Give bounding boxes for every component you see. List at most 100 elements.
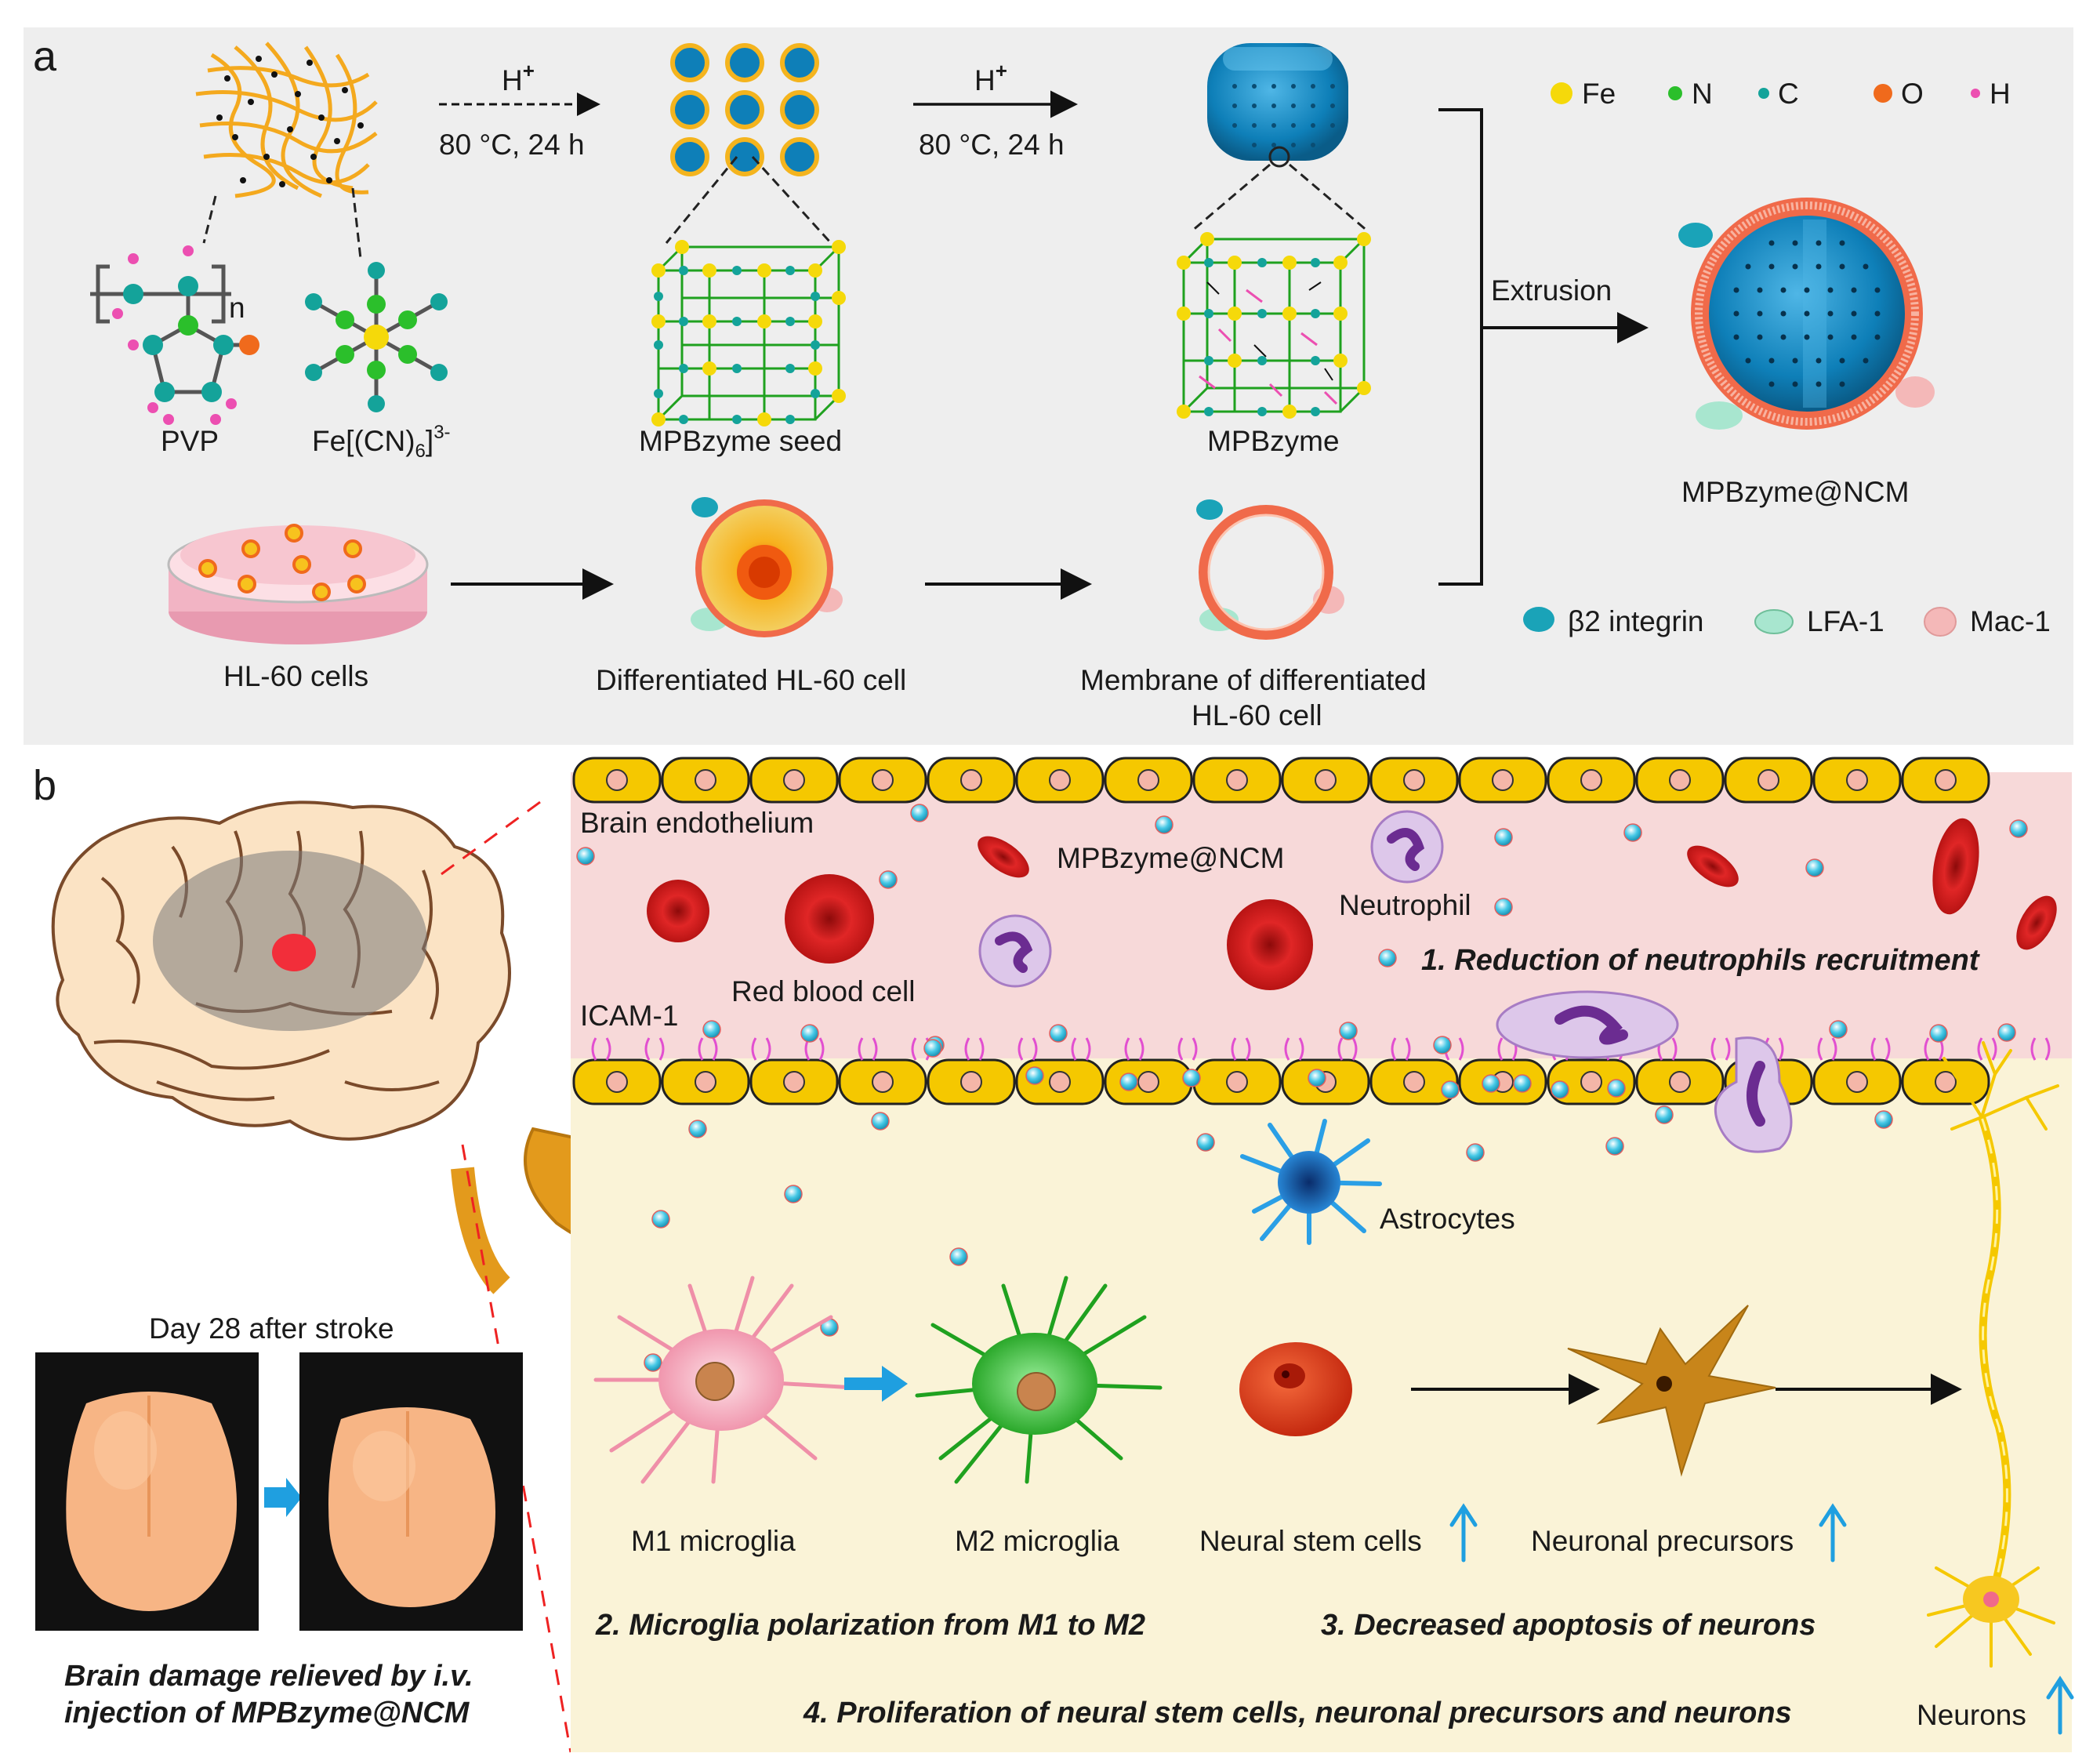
diff-cell-label: Differentiated HL-60 cell <box>596 664 906 696</box>
photo-comparison-arrow <box>264 1478 302 1517</box>
icam-1-receptor <box>1017 1037 1038 1061</box>
icam-1-receptor <box>591 1037 611 1061</box>
legend-swatch-mac1 <box>1924 607 1957 637</box>
bottom-endothelium-cell <box>1369 1058 1459 1105</box>
increase-arrow-neurons <box>2046 1675 2074 1735</box>
increase-arrow-nsc <box>1449 1503 1478 1563</box>
icam-1-receptor <box>1977 1037 1997 1061</box>
nanoparticle <box>2009 819 2028 838</box>
nanoparticle <box>576 847 595 866</box>
seed-lattice-cube <box>651 240 846 426</box>
step1-conditions: 80 °C, 24 h <box>439 129 585 161</box>
seed-particle-grid <box>670 43 819 176</box>
ferricyanide-label: Fe[(CN)6]3- <box>312 422 451 462</box>
brain-photo-after <box>299 1352 523 1631</box>
legend-label-n: N <box>1692 78 1713 110</box>
effect-2: 2. Microglia polarization from M1 to M2 <box>595 1609 1145 1642</box>
icam-1-receptor <box>1071 1037 1091 1061</box>
legend-label-lfa1: LFA-1 <box>1807 605 1884 637</box>
neutrophils <box>978 810 1793 1153</box>
icam-1-receptor <box>1284 1037 1304 1061</box>
mpbzyme-ncm-label: MPBzyme@NCM <box>1057 842 1284 874</box>
nanoparticle <box>1551 1080 1569 1099</box>
rbc-5 <box>1687 845 1739 887</box>
precursors-label: Neuronal precursors <box>1531 1525 1794 1557</box>
pvp-polymer-tangle <box>195 42 378 198</box>
top-endothelium-cell <box>1369 757 1459 804</box>
rbc-3 <box>1227 899 1313 990</box>
astrocytes-label: Astrocytes <box>1380 1203 1515 1235</box>
nanoparticle <box>1494 898 1513 916</box>
membrane-label-line1: Membrane of differentiated <box>1080 664 1427 696</box>
bottom-endothelium-row <box>572 1058 1990 1105</box>
top-endothelium-row <box>572 757 1990 804</box>
nanoparticle <box>1025 1066 1044 1085</box>
mpbzyme-lattice-cube <box>1177 232 1371 419</box>
icam-1-receptor <box>1817 1037 1837 1061</box>
astrocyte <box>1240 1119 1382 1245</box>
pvp-dots <box>216 56 364 187</box>
bottom-endothelium-cell <box>838 1058 927 1105</box>
top-endothelium-cell <box>1281 757 1370 804</box>
endothelium-label: Brain endothelium <box>580 807 814 839</box>
caption-line1: Brain damage relieved by i.v. <box>64 1660 473 1693</box>
hl60-label: HL-60 cells <box>223 660 368 692</box>
top-endothelium-cell <box>572 757 662 804</box>
rbc-4 <box>978 836 1029 878</box>
differentiated-hl60-cell <box>691 497 843 637</box>
neutrophil-rolling <box>1496 990 1679 1059</box>
nanoparticle <box>1874 1110 1893 1129</box>
top-endothelium-cell <box>1547 757 1636 804</box>
nanoparticle <box>800 1024 819 1043</box>
icam-1-receptor <box>1870 1037 1891 1061</box>
m2-label: M2 microglia <box>955 1525 1119 1557</box>
mpbzyme-cube <box>1207 43 1348 168</box>
bottom-endothelium-cell <box>1901 1058 1990 1105</box>
icam-1-receptor <box>1124 1037 1144 1061</box>
legend-label-b2-integrin: β2 integrin <box>1568 605 1704 637</box>
bottom-endothelium-cell <box>927 1058 1016 1105</box>
legend-label-fe: Fe <box>1582 78 1616 110</box>
legend-label-c: C <box>1778 78 1799 110</box>
nsc-label: Neural stem cells <box>1199 1525 1422 1557</box>
neutrophil-transmigrating <box>1714 1036 1793 1153</box>
nanoparticle <box>1494 828 1513 847</box>
mpbzyme-label: MPBzyme <box>1207 425 1340 457</box>
neural-stem-cell <box>1239 1342 1352 1436</box>
rbc-2 <box>785 874 874 964</box>
hl60-petri-dish <box>167 524 429 644</box>
icam-1-receptor <box>698 1037 718 1061</box>
product-label: MPBzyme@NCM <box>1681 476 1909 508</box>
nanoparticle <box>1441 1080 1460 1099</box>
legend-swatch-lfa1 <box>1754 609 1794 634</box>
nanoparticle <box>910 804 929 822</box>
nanoparticle <box>1308 1069 1326 1087</box>
neuronal-precursor <box>1567 1305 1776 1477</box>
nanoparticle <box>1605 1137 1624 1156</box>
neutrophil-label: Neutrophil <box>1339 889 1471 921</box>
step1-h-plus: H+ <box>502 59 535 96</box>
icam-1-receptor <box>1710 1037 1731 1061</box>
m2-microglia <box>915 1276 1163 1484</box>
icam-1-receptor <box>751 1037 771 1061</box>
protein-legend: β2 integrin LFA-1 Mac-1 <box>1523 605 2051 637</box>
icam-1-receptor <box>1177 1037 1198 1061</box>
m1-label: M1 microglia <box>631 1525 796 1557</box>
neurons-label: Neurons <box>1917 1699 2026 1731</box>
nanoparticle <box>1196 1133 1215 1152</box>
top-endothelium-cell <box>1724 757 1813 804</box>
legend-swatch-b2-integrin <box>1523 607 1554 632</box>
nanoparticle <box>1829 1020 1848 1039</box>
step2-h-plus: H+ <box>974 59 1007 96</box>
rbc-label: Red blood cell <box>731 975 915 1007</box>
effect-1: 1. Reduction of neutrophils recruitment <box>1421 944 1980 977</box>
increase-arrow-precursors <box>1819 1503 1847 1563</box>
bottom-endothelium-cell <box>1635 1058 1725 1105</box>
icam-1-receptor <box>858 1037 878 1061</box>
bottom-endothelium-cell <box>1104 1058 1193 1105</box>
top-endothelium-cell <box>1635 757 1725 804</box>
bottom-endothelium-cell <box>1458 1058 1547 1105</box>
pvp-repeat-n: n <box>229 292 245 324</box>
legend-swatch-c <box>1758 88 1769 99</box>
legend-swatch-o <box>1874 84 1892 103</box>
